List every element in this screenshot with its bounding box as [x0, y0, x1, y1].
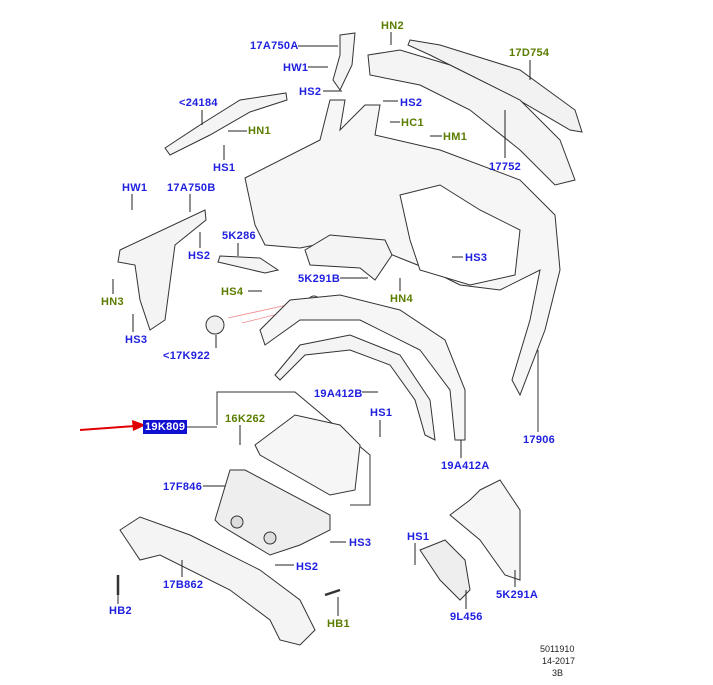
part-5K286: [217, 255, 280, 274]
part-17D754: [407, 39, 583, 133]
callout-17A750B[interactable]: 17A750B: [167, 182, 216, 194]
callout-HS1[interactable]: HS1: [370, 407, 393, 419]
callout-HS4[interactable]: HS4: [221, 286, 244, 298]
callout-5K291A[interactable]: 5K291A: [496, 589, 539, 601]
part-17A750A: [332, 32, 356, 91]
callout-HS2[interactable]: HS2: [400, 97, 423, 109]
footer-drawing-number: 5011910: [540, 644, 575, 654]
callout-HW1[interactable]: HW1: [122, 182, 148, 194]
callout-17A750A[interactable]: 17A750A: [250, 40, 299, 52]
callout-19A412A[interactable]: 19A412A: [441, 460, 490, 472]
callout-9L456[interactable]: 9L456: [450, 611, 483, 623]
callout-HS2[interactable]: HS2: [188, 250, 211, 262]
callout-HS3[interactable]: HS3: [349, 537, 372, 549]
part-17B862: [119, 516, 316, 646]
callout-17D754[interactable]: 17D754: [509, 47, 550, 59]
callout-5K291B[interactable]: 5K291B: [298, 273, 341, 285]
part-19K809: [254, 414, 361, 496]
callout-17B862[interactable]: 17B862: [163, 579, 204, 591]
callout-HM1[interactable]: HM1: [443, 131, 468, 143]
callout-16K262[interactable]: 16K262: [225, 413, 266, 425]
callout-17F846[interactable]: 17F846: [163, 481, 203, 493]
footer-date: 14-2017: [542, 656, 576, 666]
callout-17K922[interactable]: <17K922: [163, 350, 211, 362]
part-24184: [164, 92, 288, 156]
callout-HS2[interactable]: HS2: [299, 86, 322, 98]
callout-HN2[interactable]: HN2: [381, 20, 404, 32]
callout-24184[interactable]: <24184: [179, 97, 218, 109]
selection-arrow: [79, 425, 136, 431]
callout-17752[interactable]: 17752: [489, 161, 522, 173]
callout-HS2[interactable]: HS2: [296, 561, 319, 573]
callout-19A412B[interactable]: 19A412B: [314, 388, 363, 400]
callout-HN3[interactable]: HN3: [101, 296, 124, 308]
part-17F846: [214, 469, 331, 556]
callout-17906[interactable]: 17906: [523, 434, 556, 446]
callout-19K809-selected[interactable]: 19K809: [142, 420, 188, 434]
part-5K291B: [304, 234, 393, 281]
callout-HC1[interactable]: HC1: [401, 117, 424, 129]
callout-HS3[interactable]: HS3: [125, 334, 148, 346]
part-17752: [367, 49, 576, 186]
callout-HB1[interactable]: HB1: [327, 618, 350, 630]
callout-HS1[interactable]: HS1: [213, 162, 236, 174]
part-17A750B: [117, 209, 207, 331]
callout-HN4[interactable]: HN4: [390, 293, 413, 305]
part-9L456: [419, 539, 471, 601]
part-17K922: [205, 315, 225, 335]
part-19A412B: [274, 334, 436, 441]
callout-HB2[interactable]: HB2: [109, 605, 132, 617]
callout-5K286[interactable]: 5K286: [222, 230, 256, 242]
footer-revision: 3B: [552, 668, 564, 678]
callout-HN1[interactable]: HN1: [248, 125, 271, 137]
callout-HS1[interactable]: HS1: [407, 531, 430, 543]
callout-HW1[interactable]: HW1: [283, 62, 309, 74]
part-lower-valance: [259, 294, 466, 441]
part-5K291A: [449, 479, 521, 581]
callout-HS3[interactable]: HS3: [465, 252, 488, 264]
